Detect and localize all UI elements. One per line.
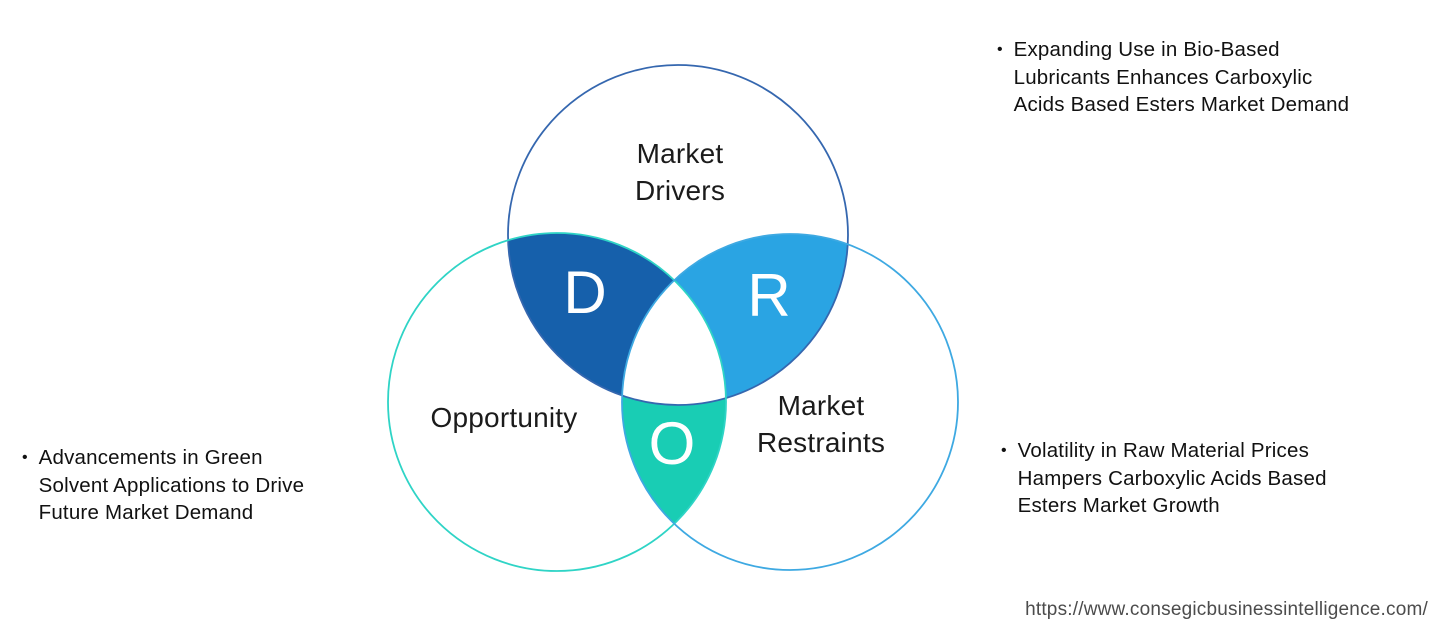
market-drivers-label: Market Drivers [634, 138, 726, 206]
opportunity-annotation-text: Advancements in Green Solvent Applicatio… [38, 446, 305, 524]
opportunity-label: Opportunity [430, 402, 578, 433]
restraints-annotation-text: Volatility in Raw Material Prices Hamper… [1017, 439, 1327, 517]
drivers-annotation-text: Expanding Use in Bio-Based Lubricants En… [1013, 38, 1350, 116]
source-url: https://www.consegicbusinessintelligence… [1025, 599, 1428, 620]
market-restraints-circle [621, 233, 959, 571]
bullet-icon: • [997, 41, 1003, 58]
opportunity-circle [387, 232, 727, 572]
bullet-icon: • [1001, 442, 1007, 459]
restraints-annotation: • Volatility in Raw Material Prices Hamp… [1001, 437, 1327, 520]
letter-r: R [747, 262, 791, 329]
drivers-annotation: • Expanding Use in Bio-Based Lubricants … [997, 36, 1349, 119]
letter-o: O [648, 410, 696, 477]
letter-d: D [563, 259, 607, 326]
market-drivers-circle [507, 64, 849, 406]
bullet-icon: • [22, 449, 28, 466]
market-restraints-label: Market Restraints [756, 390, 886, 458]
opportunity-annotation: • Advancements in Green Solvent Applicat… [22, 444, 304, 527]
